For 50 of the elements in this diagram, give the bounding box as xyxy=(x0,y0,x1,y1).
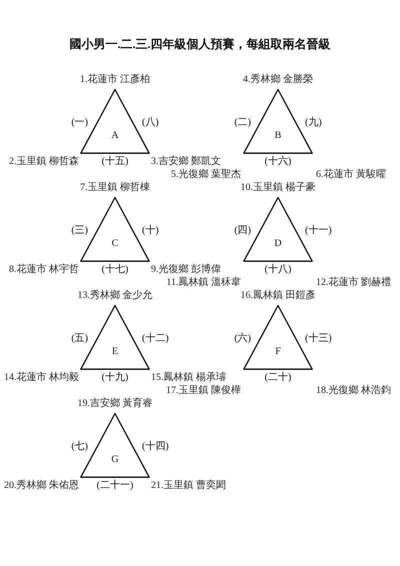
player-name: 1.花蓮市 江彥柏 xyxy=(80,74,150,86)
group-letter: D xyxy=(274,238,282,250)
match-number: (十三) xyxy=(305,332,332,345)
group-letter: F xyxy=(275,346,281,358)
player-name: 20.秀林鄉 朱佑恩 xyxy=(4,480,79,492)
match-number: (八) xyxy=(142,116,159,129)
match-number: (十六) xyxy=(264,156,292,168)
match-number: (三) xyxy=(71,224,88,237)
match-number: (十九) xyxy=(102,372,128,384)
player-name: 12.花蓮市 劉赫禮 xyxy=(316,277,391,289)
match-number: (四) xyxy=(234,224,251,237)
player-name: 18.光復鄉 林浩鈞 xyxy=(316,385,391,397)
player-name: 16.鳳林鎮 田鎧彥 xyxy=(240,290,316,302)
group-letter: E xyxy=(112,346,118,358)
player-name: 5.光復鄉 葉聖杰 xyxy=(171,169,241,181)
match-number: (十七) xyxy=(102,264,128,276)
group-letter: A xyxy=(111,130,119,142)
player-name: 8.花蓮市 林宇哲 xyxy=(9,264,79,276)
player-name: 6.花蓮市 黃駿曜 xyxy=(316,169,386,181)
title: 國小男一.二.三.四年級個人預賽，每組取兩名晉級 xyxy=(70,37,330,52)
player-name: 13.秀林鄉 金少允 xyxy=(78,290,152,302)
match-number: (二十) xyxy=(264,372,292,384)
match-number: (五) xyxy=(71,332,88,345)
player-name: 10.玉里鎮 楊子豪 xyxy=(240,182,316,194)
match-number: (十八) xyxy=(264,264,292,276)
group-letter: C xyxy=(112,238,118,250)
player-name: 7.玉里鎮 柳哲棟 xyxy=(80,182,150,194)
match-number: (十二) xyxy=(142,332,169,345)
player-name: 4.秀林鄉 金勝榮 xyxy=(243,74,313,86)
player-name: 15.鳳林鎮 楊承璿 xyxy=(151,372,226,384)
match-number: (六) xyxy=(234,332,251,345)
player-name: 21.玉里鎮 曹奕閎 xyxy=(151,480,226,492)
player-name: 14.花蓮市 林均毅 xyxy=(4,372,79,384)
player-name: 19.吉安鄉 黃育睿 xyxy=(78,398,152,410)
match-number: (七) xyxy=(71,440,88,453)
match-number: (十一) xyxy=(305,224,332,237)
player-name: 11.鳳林鎮 溫秝韋 xyxy=(166,277,241,289)
player-name: 3.吉安鄉 鄭凱文 xyxy=(151,156,221,168)
match-number: (九) xyxy=(305,116,322,129)
player-name: 2.玉里鎮 柳哲森 xyxy=(9,156,79,168)
player-name: 17.玉里鎮 陳俊樺 xyxy=(166,385,241,397)
match-number: (一) xyxy=(71,116,88,129)
match-number: (二十一) xyxy=(96,480,134,492)
match-number: (十四) xyxy=(142,440,169,453)
group-letter: B xyxy=(274,130,282,142)
match-number: (十五) xyxy=(102,156,128,168)
player-name: 9.光復鄉 彭博偉 xyxy=(151,264,221,276)
match-number: (二) xyxy=(234,116,251,129)
group-letter: G xyxy=(111,454,119,466)
match-number: (十) xyxy=(142,224,159,237)
